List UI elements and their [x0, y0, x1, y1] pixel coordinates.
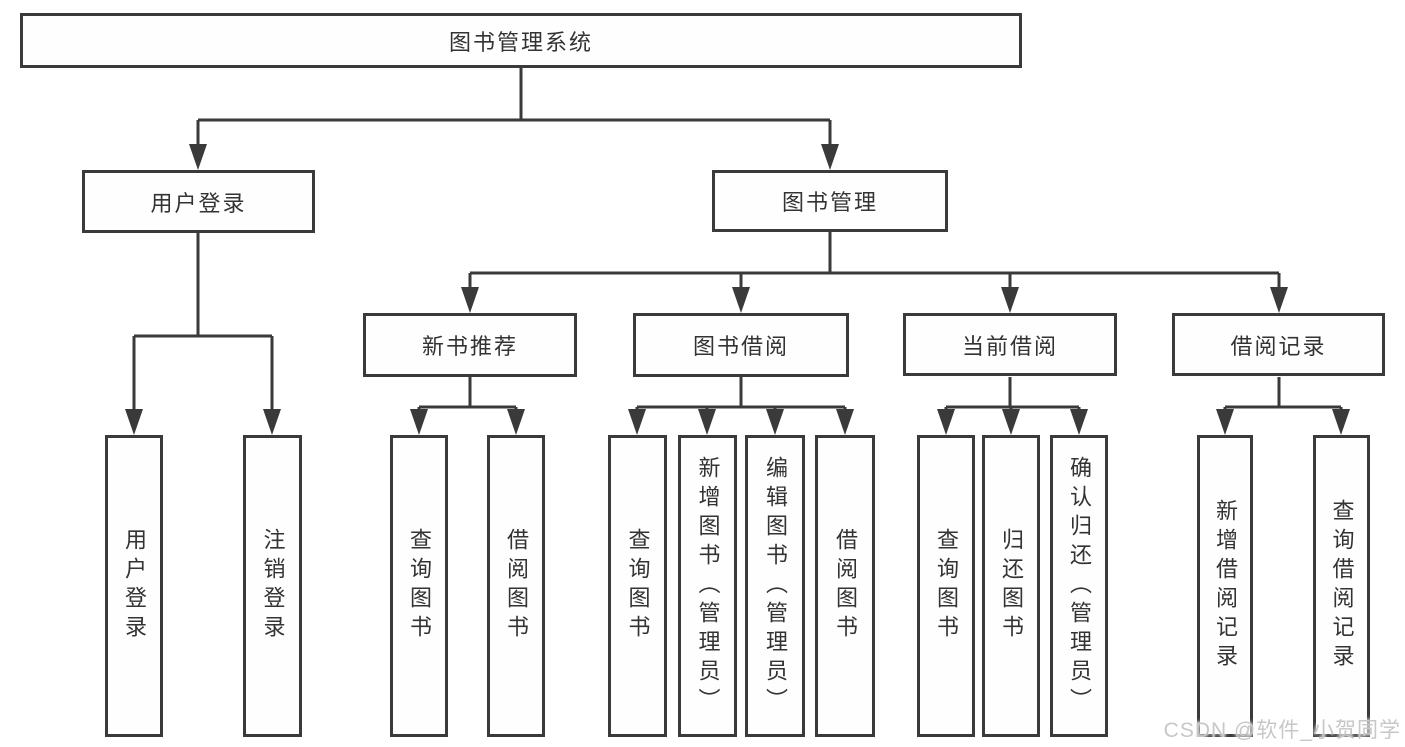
arrowhead-icon: [1270, 287, 1288, 313]
leaf-borrow-books-newbook-label: 借阅图书: [504, 528, 529, 644]
node-current-borrowing: 当前借阅: [903, 313, 1117, 376]
arrowhead-icon: [1070, 409, 1088, 435]
leaf-borrow-books-newbook: 借阅图书: [487, 435, 545, 737]
arrowhead-icon: [1002, 409, 1020, 435]
node-root-label: 图书管理系统: [448, 29, 593, 55]
leaf-query-books-borrowing-label: 查询图书: [625, 528, 651, 644]
node-root: 图书管理系统: [20, 13, 1022, 68]
connector-root-to-level2: [189, 68, 839, 170]
node-book-management: 图书管理: [712, 170, 948, 232]
connector-borrow-record-to-leaves: [1216, 377, 1350, 435]
node-book-management-label: 图书管理: [781, 190, 878, 215]
leaf-query-books-current: 查询图书: [917, 435, 975, 737]
leaf-logout-label: 注销登录: [260, 528, 286, 644]
leaf-query-borrow-record: 查询借阅记录: [1313, 435, 1370, 737]
node-borrow-records: 借阅记录: [1172, 313, 1385, 376]
leaf-user-login: 用户登录: [105, 435, 163, 737]
leaf-return-book-label: 归还图书: [999, 528, 1024, 644]
leaf-edit-book-admin: 编辑图书（管理员）: [745, 435, 805, 737]
arrowhead-icon: [766, 409, 784, 435]
arrowhead-icon: [1332, 409, 1350, 435]
node-new-book-recommend: 新书推荐: [363, 313, 577, 377]
node-borrow-records-label: 借阅记录: [1230, 333, 1327, 359]
connector-new-book-to-leaves: [410, 377, 525, 435]
leaf-confirm-return-admin-label: 确认归还（管理员）: [1067, 455, 1092, 717]
connector-book-management-to-level3: [461, 232, 1288, 313]
leaf-add-borrow-record: 新增借阅记录: [1197, 435, 1253, 737]
node-user-login: 用户登录: [82, 170, 315, 233]
connector-book-borrow-to-leaves: [628, 377, 854, 435]
arrowhead-icon: [507, 409, 525, 435]
connector-current-borrow-to-leaves: [937, 377, 1088, 435]
node-book-borrowing-label: 图书借阅: [692, 334, 789, 359]
node-new-book-recommend-label: 新书推荐: [421, 334, 518, 359]
arrowhead-icon: [1001, 287, 1019, 313]
leaf-add-book-admin-label: 新增图书（管理员）: [695, 455, 721, 717]
arrowhead-icon: [263, 409, 281, 435]
arrowhead-icon: [732, 287, 750, 313]
leaf-borrow-books-borrowing: 借阅图书: [815, 435, 875, 737]
arrowhead-icon: [410, 409, 428, 435]
leaf-borrow-books-borrowing-label: 借阅图书: [833, 528, 858, 644]
arrowhead-icon: [698, 409, 716, 435]
leaf-edit-book-admin-label: 编辑图书（管理员）: [763, 455, 788, 717]
leaf-query-borrow-record-label: 查询借阅记录: [1329, 499, 1355, 673]
leaf-add-borrow-record-label: 新增借阅记录: [1213, 499, 1238, 673]
connector-user-login-to-leaves: [125, 233, 281, 435]
leaf-return-book: 归还图书: [982, 435, 1040, 737]
node-user-login-label: 用户登录: [150, 190, 247, 216]
leaf-query-books-borrowing: 查询图书: [608, 435, 667, 737]
node-book-borrowing: 图书借阅: [633, 313, 849, 377]
arrowhead-icon: [1216, 409, 1234, 435]
arrowhead-icon: [125, 409, 143, 435]
arrowhead-icon: [836, 409, 854, 435]
leaf-confirm-return-admin: 确认归还（管理员）: [1050, 435, 1108, 737]
leaf-query-books-current-label: 查询图书: [934, 528, 959, 644]
arrowhead-icon: [628, 409, 646, 435]
leaf-user-login-label: 用户登录: [122, 528, 147, 644]
leaf-query-books-newbook-label: 查询图书: [407, 528, 432, 644]
arrowhead-icon: [189, 144, 207, 170]
arrowhead-icon: [937, 409, 955, 435]
leaf-logout: 注销登录: [243, 435, 302, 737]
arrowhead-icon: [461, 287, 479, 313]
leaf-add-book-admin: 新增图书（管理员）: [678, 435, 737, 737]
arrowhead-icon: [821, 144, 839, 170]
node-current-borrowing-label: 当前借阅: [961, 333, 1058, 359]
watermark-text: CSDN @软件_小贺同学: [1163, 719, 1401, 742]
leaf-query-books-newbook: 查询图书: [390, 435, 448, 737]
